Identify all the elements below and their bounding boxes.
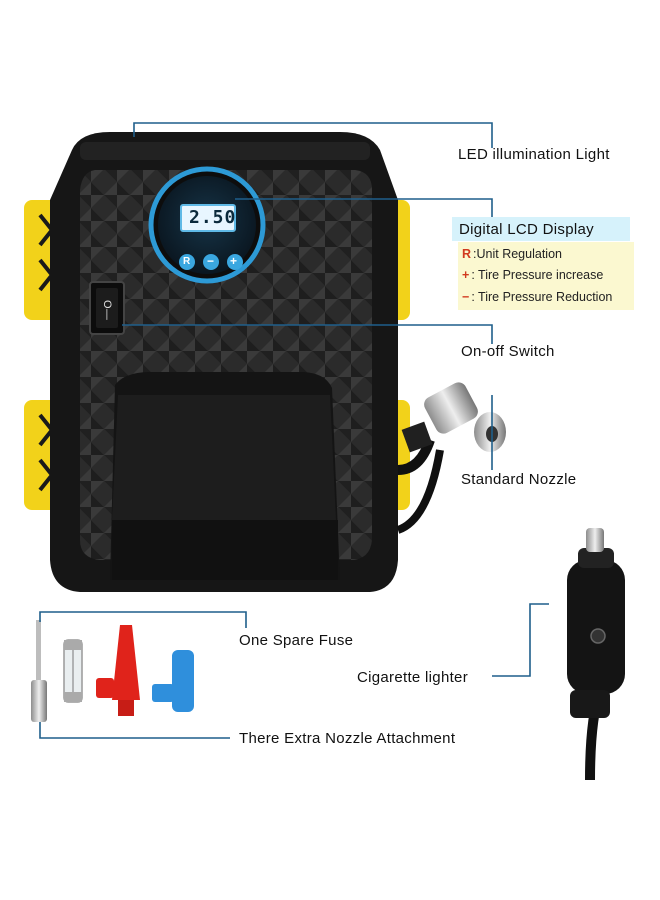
minus-button: − [207, 254, 215, 268]
label-standard-nozzle: Standard Nozzle [461, 471, 577, 488]
legend-symbol-plus: + [462, 268, 470, 282]
storage-lid [110, 372, 340, 580]
blue-nozzle-attachment [152, 650, 194, 712]
label-cigarette-lighter: Cigarette lighter [357, 669, 468, 686]
power-switch [89, 281, 125, 335]
cigarette-lighter-plug [567, 528, 625, 781]
legend-text-minus: : Tire Pressure Reduction [471, 290, 613, 304]
lcd-title-box [452, 217, 630, 241]
legend-symbol-minus: − [462, 290, 470, 304]
legend-pressure-reduction: −: Tire Pressure Reduction [462, 290, 612, 304]
label-lcd-display: Digital LCD Display [459, 221, 594, 238]
plus-button: + [230, 254, 238, 268]
legend-text-plus: : Tire Pressure increase [471, 268, 604, 282]
standard-nozzle [396, 382, 506, 534]
yellow-bumper-left [24, 200, 58, 510]
legend-unit-regulation: R:Unit Regulation [462, 247, 562, 261]
spare-fuse [63, 639, 83, 703]
switch-mark: O— [101, 300, 113, 321]
lcd-reading: 2.50 [189, 207, 237, 228]
unit-button: R [183, 256, 191, 267]
lcd-legend-box [458, 242, 634, 310]
label-on-off-switch: On-off Switch [461, 343, 555, 360]
label-extra-nozzle: There Extra Nozzle Attachment [239, 730, 456, 747]
label-led-light: LED illumination Light [458, 146, 610, 163]
digital-gauge [148, 166, 266, 284]
label-spare-fuse: One Spare Fuse [239, 632, 354, 649]
red-nozzle-attachment [96, 625, 140, 716]
inflation-needle [31, 620, 47, 722]
legend-text-r: :Unit Regulation [473, 247, 562, 261]
callout-lines [39, 122, 549, 739]
legend-symbol-r: R [462, 247, 472, 261]
legend-pressure-increase: +: Tire Pressure increase [462, 268, 603, 282]
